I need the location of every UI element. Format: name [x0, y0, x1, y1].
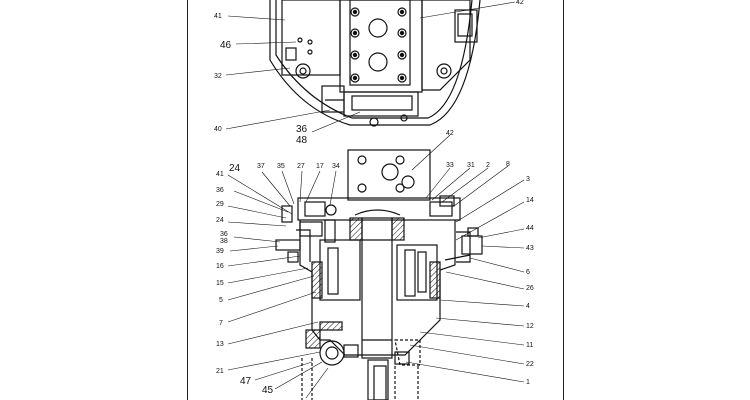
callout-32: 32 [214, 73, 222, 80]
callout-11: 11 [526, 342, 533, 349]
callout-37: 37 [257, 163, 265, 170]
callout-44: 44 [526, 225, 534, 232]
callout-38: 38 [220, 238, 228, 245]
callout-22: 22 [526, 361, 534, 368]
callout-24a: 24 [229, 163, 241, 174]
left-frame-border [187, 0, 188, 400]
bottom-leaders [227, 134, 525, 399]
callout-46: 46 [220, 40, 232, 51]
callout-17: 17 [316, 163, 324, 170]
right-fitting [461, 235, 483, 255]
callout-6: 6 [526, 269, 530, 276]
relief-block [321, 85, 345, 113]
callout-14: 14 [526, 197, 534, 204]
callout-42b: 42 [446, 130, 454, 137]
valve-cover [347, 149, 431, 201]
callout-8: 8 [506, 161, 510, 168]
bottom-view-section [275, 149, 483, 400]
callout-4: 4 [526, 303, 530, 310]
bearing-left [319, 340, 345, 366]
callout-13: 13 [216, 341, 224, 348]
callout-24b: 24 [216, 217, 224, 224]
top-view-motor [269, 0, 481, 127]
callout-45: 45 [262, 385, 274, 396]
right-frame-border [563, 0, 564, 400]
left-fitting [275, 239, 301, 251]
valve-plate [297, 197, 461, 221]
callout-31: 31 [467, 162, 475, 169]
right-block [421, 0, 471, 91]
callout-41: 41 [214, 13, 222, 20]
callout-21: 21 [216, 368, 224, 375]
callouts-bottom-left: 24 37 35 27 17 34 41 36 29 24 36 38 39 1… [216, 163, 340, 396]
callouts-top: 41 46 32 40 36 48 42 [214, 0, 524, 146]
cylinder-left [319, 239, 361, 301]
callout-29: 29 [216, 201, 224, 208]
callout-36c: 36 [220, 231, 228, 238]
callout-12: 12 [526, 323, 534, 330]
callout-33: 33 [446, 162, 454, 169]
top-leaders [225, 1, 516, 133]
drive-shaft [361, 217, 393, 359]
callout-36b: 36 [216, 187, 224, 194]
callout-3: 3 [526, 176, 530, 183]
left-valve-block [281, 0, 341, 76]
callout-36: 36 [296, 124, 308, 135]
callout-42: 42 [516, 0, 524, 6]
callout-2: 2 [486, 162, 490, 169]
callout-41b: 41 [216, 171, 224, 178]
callout-40: 40 [214, 126, 222, 133]
callout-5: 5 [219, 297, 223, 304]
callout-35: 35 [277, 163, 285, 170]
callouts-bottom-right: 42 33 31 2 8 3 14 44 43 6 26 4 12 11 22 … [446, 130, 534, 386]
housing-outline [269, 0, 481, 126]
callout-7: 7 [219, 320, 223, 327]
callout-27: 27 [297, 163, 305, 170]
callout-47: 47 [240, 376, 252, 387]
callout-39: 39 [216, 248, 224, 255]
callout-15: 15 [216, 280, 224, 287]
callout-34: 34 [332, 163, 340, 170]
callout-26: 26 [526, 285, 534, 292]
callout-43: 43 [526, 245, 534, 252]
callout-1: 1 [526, 379, 530, 386]
callout-48: 48 [296, 135, 308, 146]
callout-16: 16 [216, 263, 224, 270]
